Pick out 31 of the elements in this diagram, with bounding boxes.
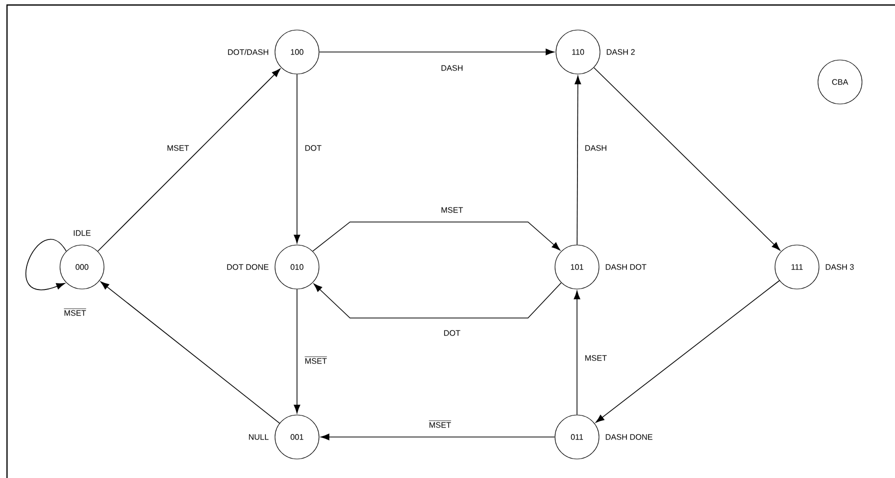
arrow xyxy=(596,280,780,423)
edge-label: MSET xyxy=(585,355,607,361)
edge-label: DOT xyxy=(305,145,322,151)
arrow xyxy=(100,282,280,424)
arrow xyxy=(294,74,300,244)
arrow xyxy=(574,76,582,246)
arrow xyxy=(312,222,560,252)
state-label: DASH DONE xyxy=(606,434,652,440)
edge-label: DASH xyxy=(585,145,606,151)
state-label: DASH 2 xyxy=(606,49,635,55)
edge-label: $\overline{\textrm{MSET}}$ xyxy=(304,356,327,364)
arrow xyxy=(97,68,280,252)
edge-label: $\overline{\textrm{MSET}}$ xyxy=(428,420,452,428)
arrow xyxy=(318,48,554,56)
edge-label: MSET xyxy=(442,207,463,213)
edge-label: DASH xyxy=(442,65,462,71)
state-label: DASH 3 xyxy=(826,264,854,270)
state-label: IDLE xyxy=(74,230,91,236)
state-label: DASH DOT xyxy=(606,264,646,270)
arrow xyxy=(314,282,562,318)
arrow xyxy=(320,434,556,440)
arrow xyxy=(26,239,67,290)
edge-label: MSET xyxy=(168,145,189,151)
state-label: DOT DONE xyxy=(227,264,268,270)
edge-label: $\overline{\textrm{MSET}}$ xyxy=(64,308,86,316)
state-label: NULL xyxy=(249,434,269,440)
arrow xyxy=(574,290,580,416)
state-label: DOT/DASH xyxy=(228,49,268,55)
arrow xyxy=(594,67,780,251)
arrow xyxy=(294,288,300,414)
edge-label: DOT xyxy=(444,330,460,336)
